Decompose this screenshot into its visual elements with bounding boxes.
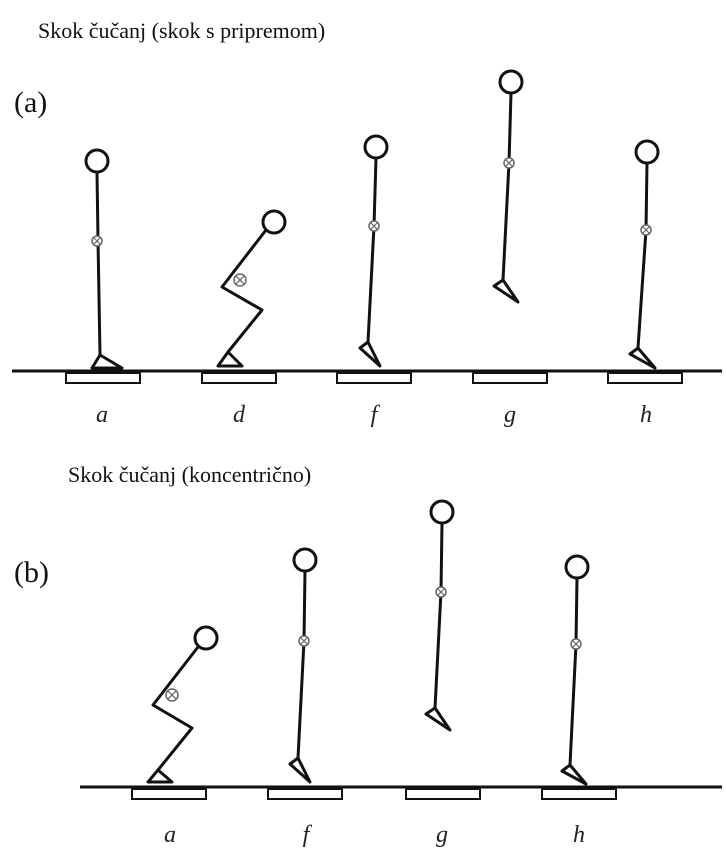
force-plate [541, 788, 617, 800]
center-of-mass-cross [93, 237, 101, 245]
panel-b: Skok čučanj (koncentrično) (b) [14, 462, 722, 848]
center-of-mass-cross [642, 226, 650, 234]
stick-figure-flight [424, 499, 455, 732]
force-plate [607, 372, 683, 384]
stick-figure-takeoff [288, 547, 318, 784]
center-of-mass-cross [505, 159, 513, 167]
phase-label: h [573, 822, 585, 848]
phase-label: a [164, 822, 176, 848]
phase-label: f [371, 402, 381, 428]
center-of-mass-cross [370, 222, 378, 230]
panel-b-title: Skok čučanj (koncentrično) [68, 462, 311, 487]
panel-b-label: (b) [14, 556, 49, 589]
panel-a-label: (a) [14, 86, 47, 119]
panel-a-title: Skok čučanj (skok s pripremom) [38, 18, 325, 43]
phase-label: g [436, 822, 448, 848]
center-of-mass-cross [437, 588, 445, 596]
force-plate [405, 788, 481, 800]
stick-figure-standing [84, 148, 124, 370]
stick-figure-flight [492, 69, 524, 304]
force-plate [336, 372, 412, 384]
center-of-mass-cross [235, 275, 245, 285]
force-plate [472, 372, 548, 384]
force-plate [267, 788, 343, 800]
phase-label: a [96, 402, 108, 428]
stick-figure-squat [216, 209, 287, 368]
stick-figure-squat [146, 625, 219, 784]
stick-figure-takeoff [358, 134, 389, 368]
phase-label: h [640, 402, 652, 428]
panel-a: Skok čučanj (skok s pripremom) (a) [12, 18, 722, 428]
force-plate [201, 372, 277, 384]
center-of-mass-cross [167, 690, 177, 700]
phase-label: d [233, 402, 246, 428]
force-plate [131, 788, 207, 800]
stick-figure-landing [560, 554, 590, 786]
force-plate [65, 372, 141, 384]
center-of-mass-cross [300, 637, 308, 645]
phase-label: g [504, 402, 516, 428]
center-of-mass-cross [572, 640, 580, 648]
stick-figure-landing [628, 139, 660, 370]
phase-label: f [303, 822, 313, 848]
